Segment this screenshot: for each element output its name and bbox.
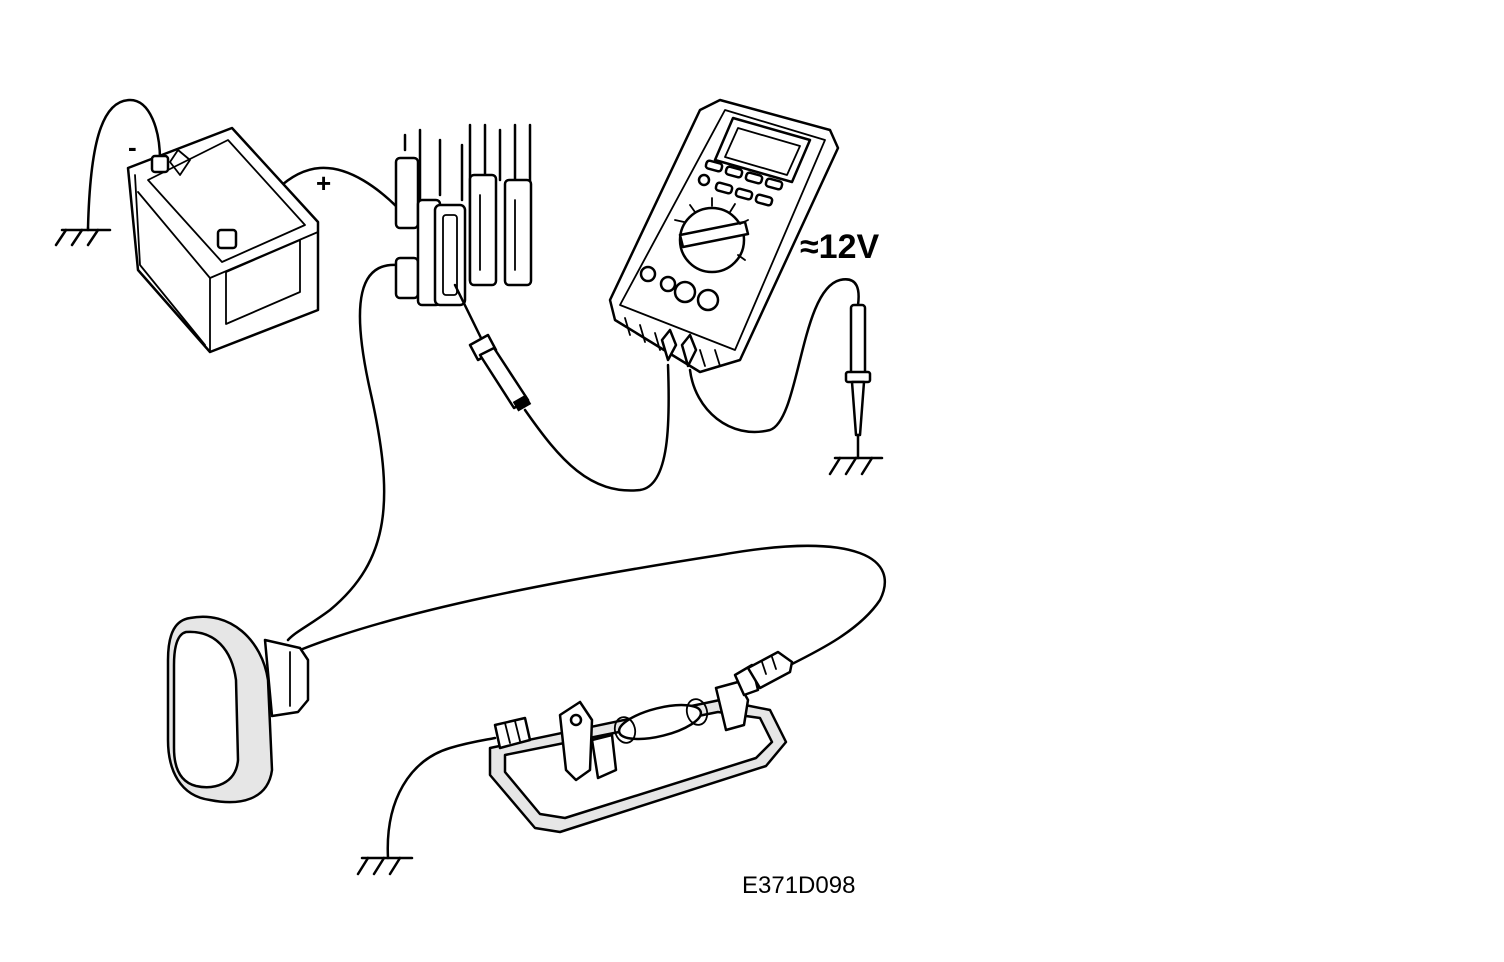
multimeter-rotary-dial (674, 197, 750, 274)
ground-symbol-probe (828, 456, 884, 476)
battery-positive-terminal (216, 228, 238, 250)
test-probe-positive (453, 283, 532, 412)
door-switch (166, 615, 310, 804)
probe-to-meter-wire (523, 363, 670, 492)
multimeter-buttons (697, 159, 784, 207)
lamp-terminal-right (714, 663, 760, 732)
ground-symbol-lamp (356, 856, 414, 876)
fusebox-to-switch-wire (286, 263, 400, 642)
battery-positive-label: + (316, 168, 331, 198)
lamp-connector-right (746, 650, 794, 690)
battery (126, 126, 320, 354)
multimeter-display (713, 116, 812, 184)
fuse-under-test (433, 203, 467, 307)
meter-to-ground-probe-wire (688, 278, 860, 434)
ground-symbol-battery (54, 226, 112, 247)
lamp-ground-wire (386, 736, 497, 860)
test-probe-ground (844, 303, 872, 460)
figure-code-label: E371D098 (742, 872, 855, 899)
lamp-bulb (613, 698, 709, 744)
fuse-box (394, 123, 533, 307)
battery-negative-label: - (128, 132, 137, 162)
lamp-connector-left (493, 716, 532, 750)
multimeter-jacks (639, 265, 720, 312)
battery-ground-wire (86, 98, 162, 230)
multimeter (608, 98, 840, 374)
switch-to-lamp-wire (298, 544, 886, 667)
lamp-terminal-left (558, 700, 618, 782)
lamp-housing (488, 650, 794, 834)
battery-negative-terminal (150, 154, 170, 174)
multimeter-reading-label: ≈12V (800, 228, 879, 266)
switch-rocker (172, 630, 240, 789)
